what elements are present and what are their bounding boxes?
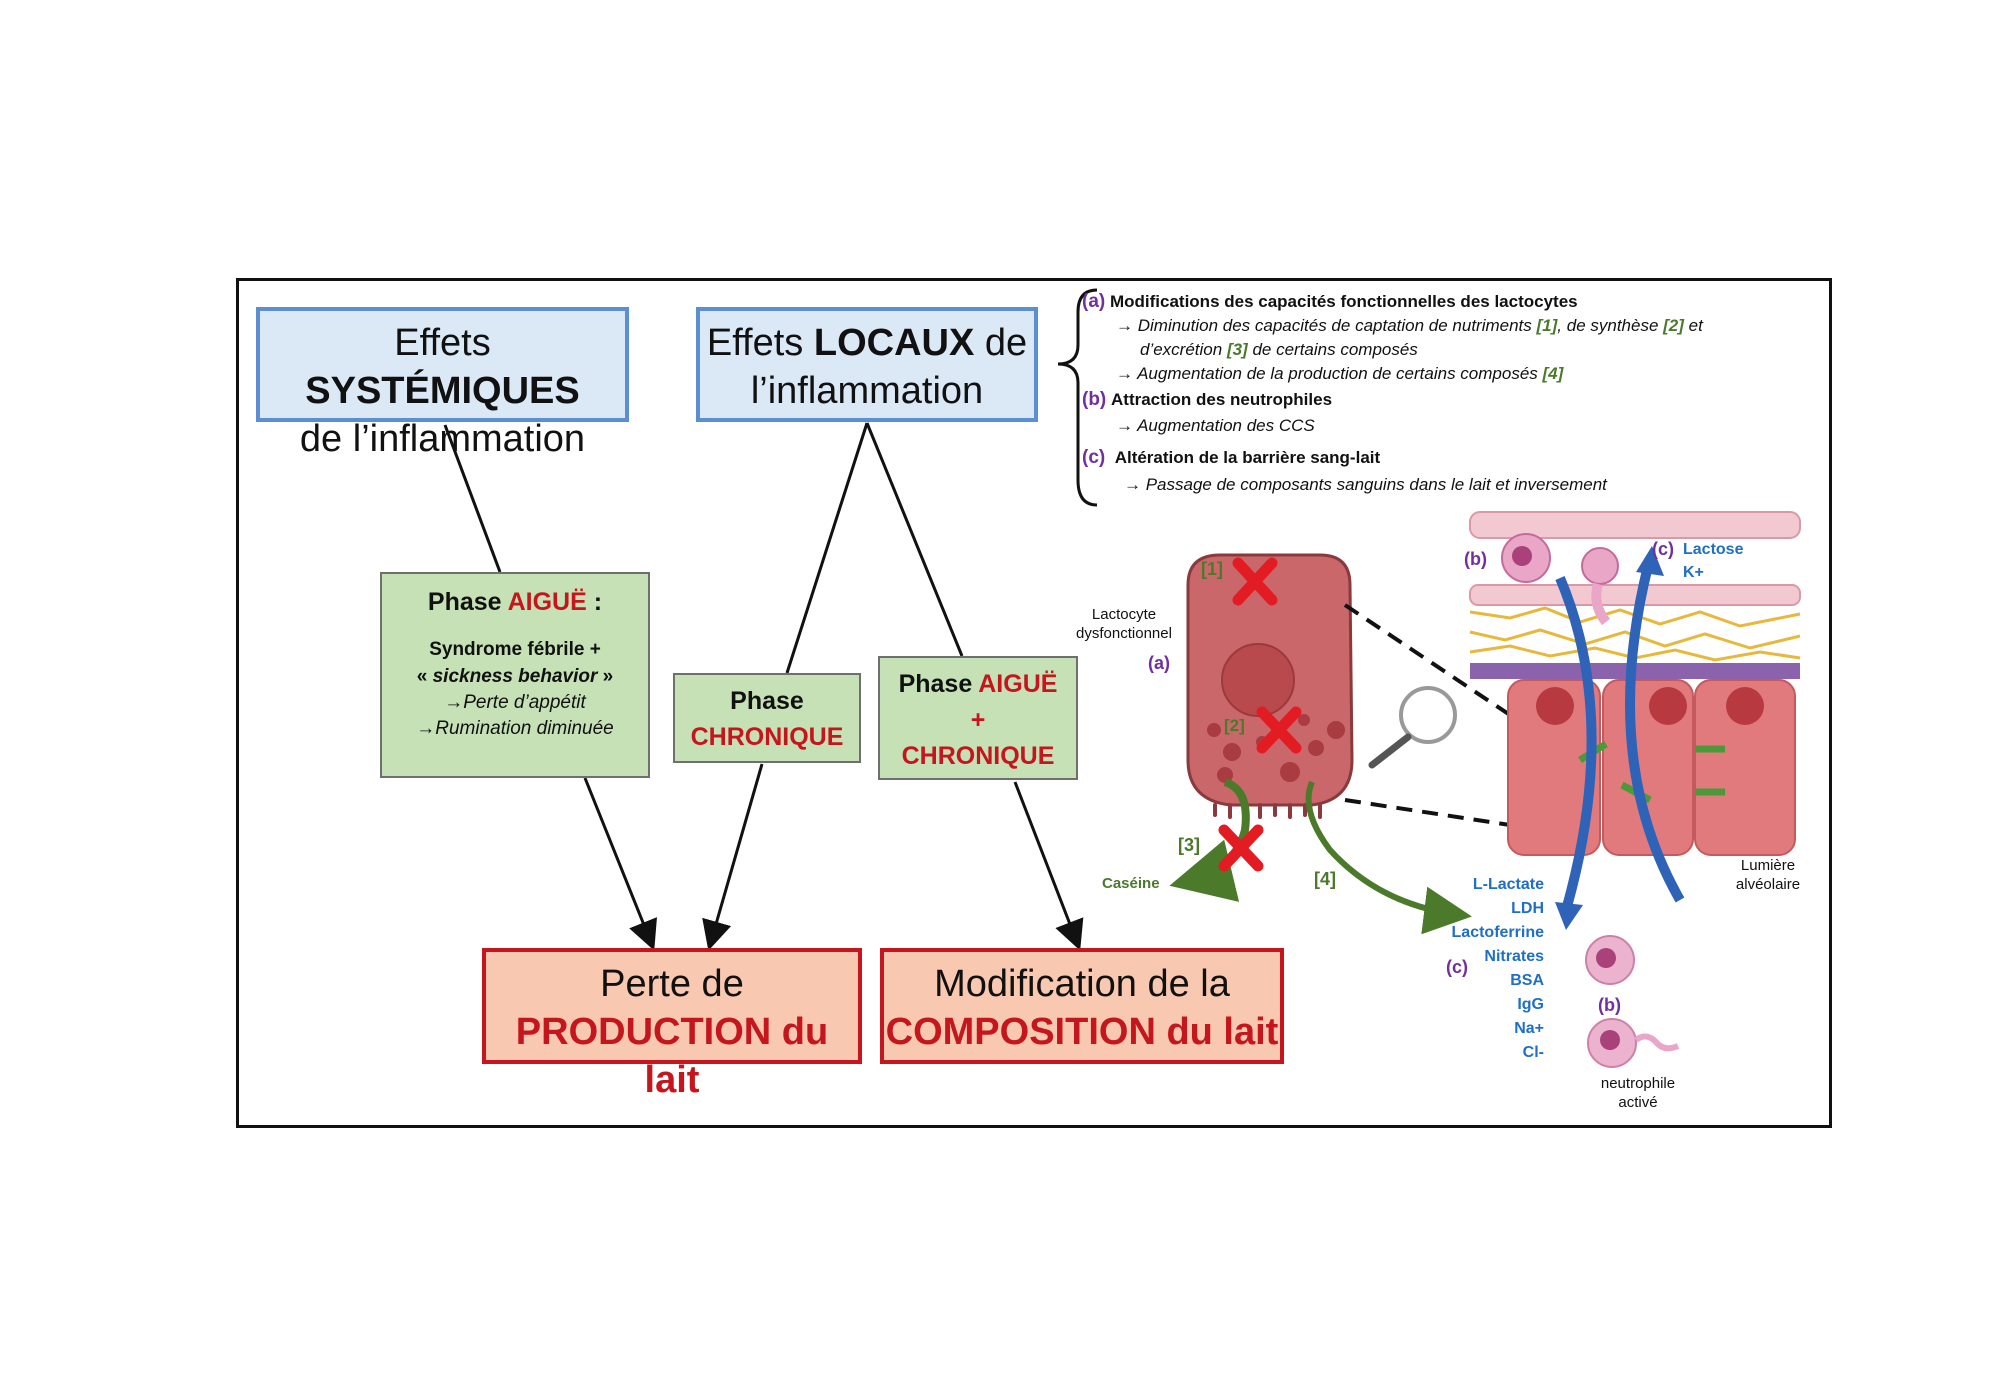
label-potassium: K+ xyxy=(1683,564,1704,581)
figure-frame xyxy=(236,278,1832,1128)
milk-production-loss-box: Perte de PRODUCTION du lait xyxy=(482,948,862,1101)
label-step-2: [2] xyxy=(1224,716,1245,735)
label-neutrophil-b-bottom: (b) xyxy=(1598,995,1621,1015)
blood-components-list: L-Lactate LDH Lactoferrine Nitrates BSA … xyxy=(1451,876,1544,1061)
milk-composition-change-box: Modification de la COMPOSITION du lait xyxy=(880,948,1284,1064)
arrow-acute-loss xyxy=(583,777,657,951)
label-step-1: [1] xyxy=(1201,559,1223,579)
label-lactocyte: Lactocyte dysfonctionnel xyxy=(1076,606,1172,642)
local-effects-box: Effets LOCAUX de l’inflammation xyxy=(696,307,1038,422)
systemic-effects-box: Effets SYSTÉMIQUES de l’inflammation xyxy=(256,307,629,460)
label-barrier-c-top: (c) xyxy=(1652,539,1674,559)
label-barrier-c-bottom: (c) xyxy=(1446,957,1468,977)
line-local-chronic xyxy=(785,422,869,674)
line-systemic-acute xyxy=(443,424,502,573)
line-local-both xyxy=(865,422,964,657)
acute-phase-box: Phase AIGUË : Syndrome fébrile + « sickn… xyxy=(380,572,650,778)
arrow-chronic-loss xyxy=(702,763,764,951)
label-lactose: Lactose xyxy=(1683,541,1744,558)
arrow-both-modif xyxy=(1013,781,1084,951)
curly-brace xyxy=(1057,288,1098,507)
label-lactocyte-a: (a) xyxy=(1148,653,1170,673)
label-alveolar-lumen: Lumière alvéolaire xyxy=(1735,857,1801,893)
acute-chronic-phase-box: Phase AIGUË + CHRONIQUE xyxy=(878,656,1078,780)
lactocyte-illustration xyxy=(1169,553,1512,935)
chronic-phase-box: Phase CHRONIQUE xyxy=(673,673,861,763)
label-step-3: [3] xyxy=(1178,835,1200,855)
label-step-4: [4] xyxy=(1314,869,1336,889)
label-caseine: Caséine xyxy=(1102,875,1160,892)
label-activated-neutrophil: neutrophile activé xyxy=(1600,1075,1676,1111)
tissue-illustration xyxy=(1469,511,1801,1068)
label-neutrophil-b-top: (b) xyxy=(1464,549,1487,569)
